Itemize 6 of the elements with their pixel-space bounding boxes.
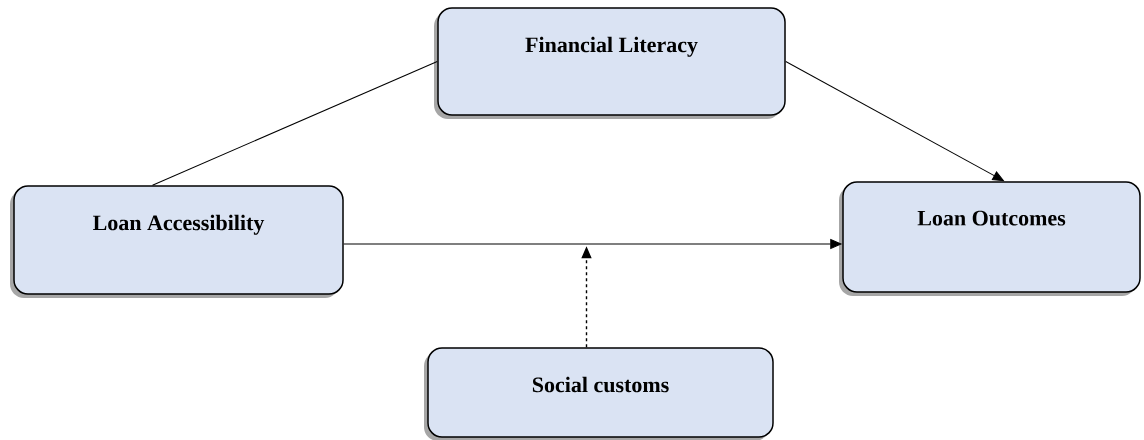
process-box: Financial Literacy — [434, 7, 786, 119]
arrow — [785, 61, 1004, 182]
arrow — [343, 239, 842, 249]
process-box: Loan Accessibility — [10, 185, 344, 298]
process-box: Loan Outcomes — [839, 181, 1141, 296]
process-box: Social customs — [424, 347, 774, 440]
